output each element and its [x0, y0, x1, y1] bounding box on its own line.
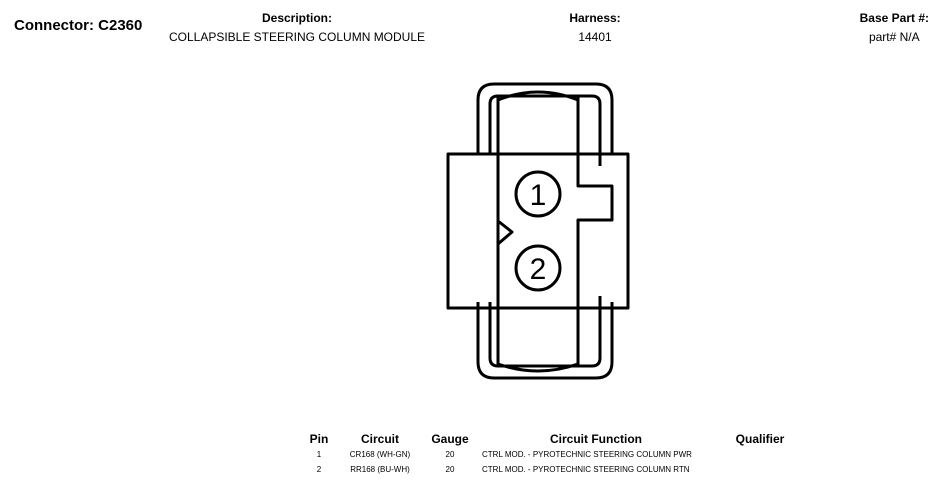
pinout-table: Pin Circuit Gauge Circuit Function Quali… [306, 431, 800, 477]
col-header-function: Circuit Function [550, 432, 642, 446]
cell-circuit: RR168 (BU-WH) [350, 465, 410, 474]
cell-gauge: 20 [445, 465, 455, 474]
pin-1-label: 1 [530, 179, 547, 212]
table-row: 1 CR168 (WH-GN) 20 CTRL MOD. - PYROTECHN… [306, 447, 800, 462]
table-row: 2 RR168 (BU-WH) 20 CTRL MOD. - PYROTECHN… [306, 462, 800, 477]
base-part-value: part# N/A [868, 30, 920, 44]
connector-title: Connector: C2360 [14, 17, 143, 34]
description-block: Description: COLLAPSIBLE STEERING COLUMN… [166, 11, 428, 44]
top-latch [496, 90, 580, 154]
pin-1: 1 [514, 170, 562, 218]
base-part-label: Base Part #: [859, 11, 929, 25]
cell-pin: 2 [316, 465, 322, 474]
pin-cavity [496, 154, 614, 308]
pin-2-label: 2 [530, 253, 547, 286]
connector-body [446, 152, 630, 310]
bottom-latch [496, 302, 580, 373]
cell-function: CTRL MOD. - PYROTECHNIC STEERING COLUMN … [482, 465, 690, 474]
col-header-gauge: Gauge [431, 432, 469, 446]
cell-gauge: 20 [445, 450, 455, 459]
harness-label: Harness: [569, 11, 621, 25]
cell-qualifier [720, 447, 800, 462]
pin-2: 2 [514, 244, 562, 292]
connector-shell-inner [488, 94, 602, 368]
table-header-row: Pin Circuit Gauge Circuit Function Quali… [306, 431, 800, 447]
connector-shell-outline [476, 82, 614, 380]
cell-pin: 1 [316, 450, 322, 459]
col-header-qualifier: Qualifier [735, 432, 785, 446]
connector-face-diagram: 1 2 [446, 82, 630, 380]
harness-block: Harness: 14401 [555, 11, 635, 44]
harness-value: 14401 [578, 30, 612, 44]
cell-circuit: CR168 (WH-GN) [349, 450, 411, 459]
col-header-pin: Pin [309, 432, 329, 446]
base-part-block: Base Part #: part# N/A [860, 11, 929, 44]
description-label: Description: [261, 11, 332, 25]
description-value: COLLAPSIBLE STEERING COLUMN MODULE [168, 30, 426, 44]
cell-qualifier [720, 462, 800, 477]
col-header-circuit: Circuit [360, 432, 399, 446]
cell-function: CTRL MOD. - PYROTECHNIC STEERING COLUMN … [482, 450, 692, 459]
